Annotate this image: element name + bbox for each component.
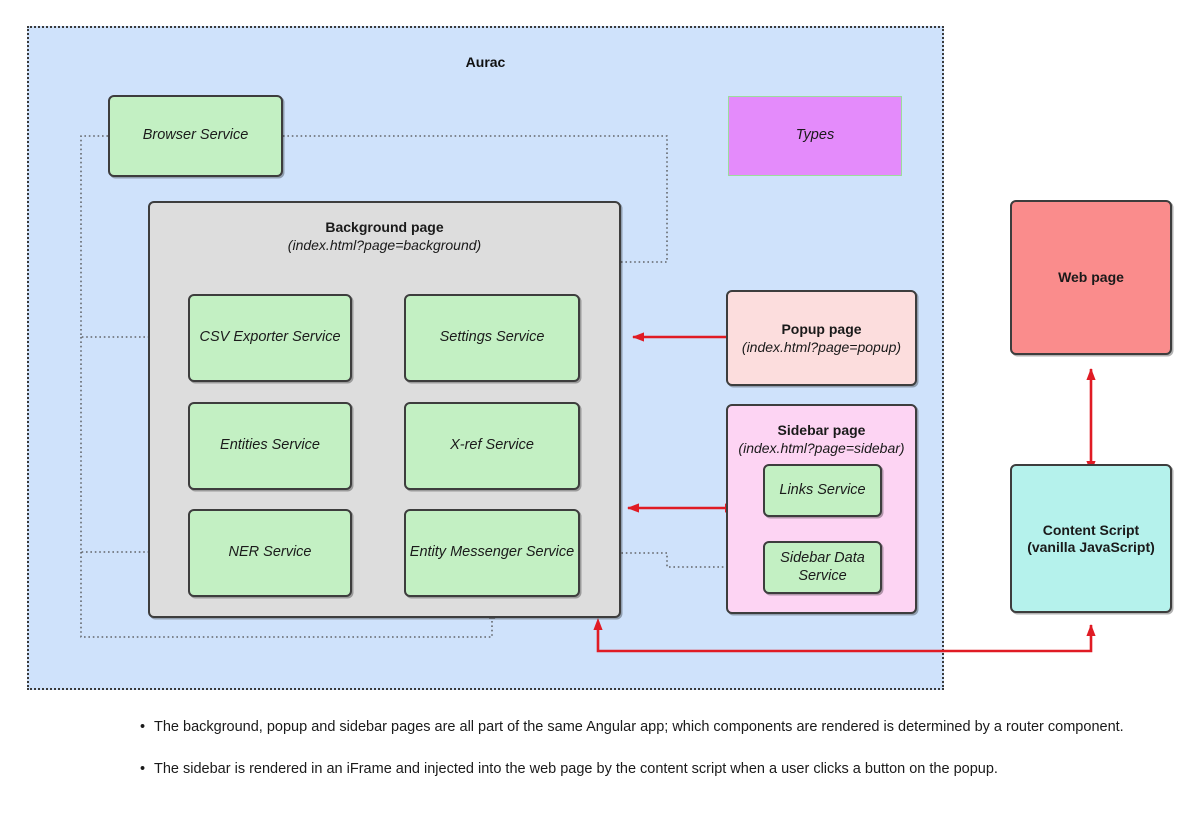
node-ner-service[interactable]: NER Service [188, 509, 352, 597]
node-ner-service-label: NER Service [228, 544, 312, 561]
node-web-page-label: Web page [1058, 269, 1124, 286]
group-background-page-title: Background page [325, 219, 444, 235]
node-xref-service[interactable]: X-ref Service [404, 402, 580, 490]
group-popup-page-subtitle: (index.html?page=popup) [741, 338, 902, 355]
node-entities-service[interactable]: Entities Service [188, 402, 352, 490]
node-content-script-line2: (vanilla JavaScript) [1027, 538, 1155, 555]
node-browser-service[interactable]: Browser Service [108, 95, 283, 177]
node-content-script[interactable]: Content Script (vanilla JavaScript) [1010, 464, 1172, 613]
group-popup-page-title: Popup page [781, 320, 862, 337]
group-sidebar-page-subtitle: (index.html?page=sidebar) [738, 439, 905, 456]
node-browser-service-label: Browser Service [142, 127, 249, 144]
node-sidebar-data-service-label: Sidebar Data Service [780, 550, 865, 584]
node-links-service-label: Links Service [779, 481, 866, 498]
note-item: The sidebar is rendered in an iFrame and… [140, 760, 1150, 780]
group-background-page-subtitle: (index.html?page=background) [287, 236, 482, 253]
aurac-title-text: Aurac [465, 54, 506, 70]
group-sidebar-page-title: Sidebar page [777, 422, 866, 438]
group-popup-page: Popup page (index.html?page=popup) [726, 290, 917, 386]
node-web-page[interactable]: Web page [1010, 200, 1172, 355]
node-settings-service[interactable]: Settings Service [404, 294, 580, 382]
aurac-title: Aurac [466, 54, 506, 71]
node-content-script-line1: Content Script [1042, 521, 1140, 538]
node-csv-exporter-service-label: CSV Exporter Service [199, 329, 341, 346]
node-csv-exporter-service[interactable]: CSV Exporter Service [188, 294, 352, 382]
node-xref-service-label: X-ref Service [450, 437, 534, 454]
notes-list: The background, popup and sidebar pages … [140, 718, 1150, 801]
node-entities-service-label: Entities Service [220, 437, 320, 454]
node-entity-messenger-service[interactable]: Entity Messenger Service [404, 509, 580, 597]
note-item: The background, popup and sidebar pages … [140, 718, 1150, 738]
node-settings-service-label: Settings Service [439, 329, 545, 346]
node-sidebar-data-service[interactable]: Sidebar Data Service [763, 541, 882, 594]
node-types-label: Types [795, 127, 835, 144]
node-entity-messenger-service-label: Entity Messenger Service [409, 544, 575, 561]
node-links-service[interactable]: Links Service [763, 464, 882, 517]
node-types[interactable]: Types [728, 96, 902, 176]
